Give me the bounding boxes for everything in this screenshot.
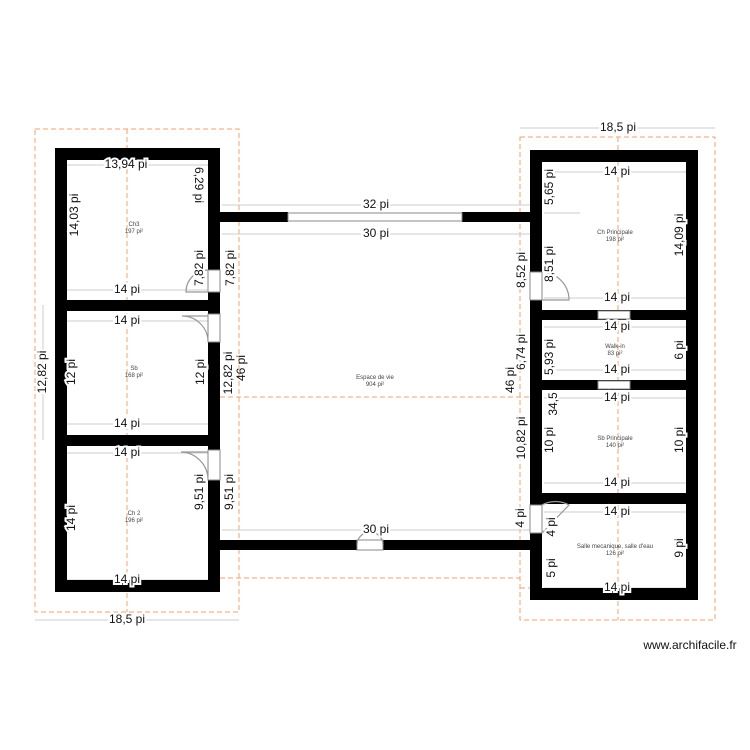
dimension-label: 12 pi <box>193 359 207 385</box>
dimension-label: 5 pi <box>544 558 558 577</box>
room-area: 198 pi² <box>606 237 624 243</box>
room-name: Salle mecanique, salle d'eau <box>577 544 653 550</box>
dimension-label: 13,94 pi <box>105 157 148 171</box>
room-area: 197 pi² <box>125 229 143 235</box>
dimension-label: 14 pi <box>604 504 630 518</box>
window <box>597 380 631 390</box>
dimension-label: 14 pi <box>604 164 630 178</box>
dimension-label: 10 pi <box>542 427 556 453</box>
dimension-label: 6 pi <box>672 340 686 359</box>
dimension-label: 14 pi <box>114 572 140 586</box>
dimension-label: 46 pi <box>503 367 517 393</box>
room-labels: Ch3 197 pi² Sb 168 pi² Ch 2 196 pi² Espa… <box>125 222 653 557</box>
dimension-label: 5,65 pi <box>542 169 556 205</box>
room-area: 196 pi² <box>125 518 143 524</box>
door-ch-principale <box>529 271 543 301</box>
dimension-label: 6,74 pi <box>514 334 528 370</box>
dimension-label: 14,09 pi <box>672 214 686 257</box>
dimension-label: 18,5 pi <box>109 612 145 626</box>
window <box>597 310 631 320</box>
walls <box>55 148 698 600</box>
room-name: Ch 2 <box>128 511 141 517</box>
door-ch2 <box>207 449 221 481</box>
dimension-label: 14 pi <box>604 290 630 304</box>
door-ch3 <box>207 269 221 293</box>
dimension-label: 14 pi <box>114 313 140 327</box>
dimension-label: 4 pi <box>544 517 558 536</box>
room-name: Ch Principale <box>597 230 633 236</box>
door-salle-mecanique <box>529 504 543 534</box>
dimension-label: 14 pi <box>604 390 630 404</box>
dimension-label: 7,82 pi <box>223 250 237 286</box>
dimension-label: 46 pi <box>234 355 248 381</box>
room-name: Ch3 <box>128 222 140 228</box>
room-name: Walk-in <box>605 344 625 350</box>
room-area: 140 pi² <box>606 443 624 449</box>
dimension-label: 10 pi <box>672 427 686 453</box>
door-sb <box>207 313 221 343</box>
room-area: 168 pi² <box>125 373 143 379</box>
room-name: Sb Principale <box>597 436 633 442</box>
watermark: www.archifacile.fr <box>642 638 736 652</box>
dimension-label: 14,03 pi <box>67 194 81 237</box>
room-area: 83 pi² <box>607 351 622 357</box>
dimension-label: 30 pi <box>363 522 389 536</box>
openings <box>180 212 631 551</box>
dimension-label: 14 pi <box>604 475 630 489</box>
dimension-label: 30 pi <box>363 226 389 240</box>
room-area: 126 pi² <box>606 551 624 557</box>
dimension-label: 12,82 pi <box>35 351 49 394</box>
dimension-label: 14 pi <box>604 362 630 376</box>
front-door <box>356 539 384 551</box>
dimension-label: 9,51 pi <box>222 474 236 510</box>
room-area: 904 pi² <box>366 382 384 388</box>
dimension-label: 8,51 pi <box>542 246 556 282</box>
dimension-label: 14 pi <box>604 580 630 594</box>
window <box>287 212 463 222</box>
dimension-label: 14 pi <box>604 319 630 333</box>
room-name: Espace de vie <box>356 375 394 381</box>
dimension-label: 7,82 pi <box>192 250 206 286</box>
dimension-label: 10,82 pi <box>514 417 528 460</box>
dimension-label: 14 pi <box>114 416 140 430</box>
dimension-label: 12 pi <box>64 359 78 385</box>
dimension-label: 14 pi <box>64 505 78 531</box>
dimension-label: 32 pi <box>363 197 389 211</box>
dimension-label: 9 pi <box>672 538 686 557</box>
dimension-label: 14 pi <box>114 282 140 296</box>
dimension-label: 18,5 pi <box>600 120 636 134</box>
dimension-label: 4 pi <box>513 508 527 527</box>
dimension-label: 14 pi <box>114 445 140 459</box>
dimension-label: 9,51 pi <box>192 474 206 510</box>
dimension-labels: 18,5 pi 13,94 pi 6,29 pi 32 pi 30 pi 14,… <box>33 118 688 628</box>
room-name: Sb <box>130 366 138 372</box>
dimension-label: 6,29 pi <box>192 167 206 203</box>
dimension-label: 12,82 pi <box>221 352 235 395</box>
dimension-label: 8,52 pi <box>514 252 528 288</box>
dimension-label: 5,93 pi <box>542 339 556 375</box>
dimension-label: 34,5 <box>546 392 560 416</box>
